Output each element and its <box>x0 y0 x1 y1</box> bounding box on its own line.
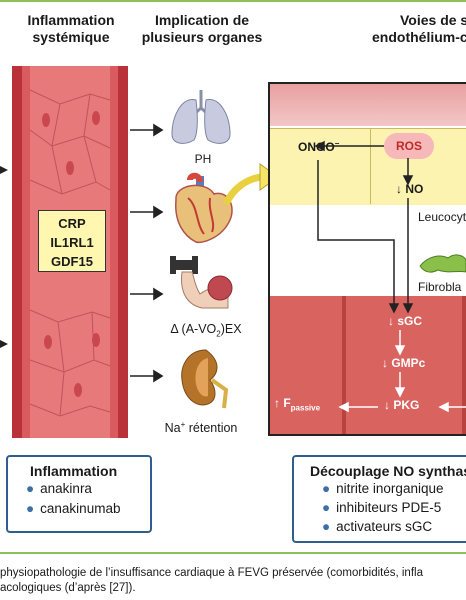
list-item: ●anakinra <box>26 481 92 496</box>
pathway-panel <box>268 82 466 436</box>
sgc-label: ↓ sGC <box>388 314 423 328</box>
inflammation-box-title: Inflammation <box>30 463 118 479</box>
list-item: ●canakinumab <box>26 501 121 516</box>
no-box-title: Découplage NO synthas <box>310 463 466 479</box>
biomarker-box: CRP IL1RL1 GDF15 <box>38 210 106 272</box>
gmpc-label: ↓ GMPc <box>382 356 426 370</box>
fibroblast-icon <box>419 254 466 273</box>
interstitial-area <box>270 205 466 295</box>
ros-badge <box>384 133 434 159</box>
lung-icon <box>171 90 231 144</box>
pathway-arrows <box>314 140 466 413</box>
lung-label: PH <box>194 152 212 166</box>
kidney-icon <box>181 349 229 409</box>
muscle-icon <box>170 256 233 309</box>
figure-caption: physiopathologie de l’insuffisance cardi… <box>0 567 423 594</box>
no-synthase-treatment-box: Découplage NO synthas ●nitrite inorganiq… <box>292 455 466 543</box>
pkg-label: ↓ PKG <box>384 398 420 412</box>
biomarker-gdf15: GDF15 <box>51 254 93 269</box>
ros-label: ROS <box>396 139 423 153</box>
top-rule <box>0 0 466 2</box>
organ-arrows <box>130 123 164 383</box>
heart-icon <box>175 172 233 244</box>
list-item: ●activateurs sGC <box>322 519 433 534</box>
muscle-label: Δ (A-VO2)EX <box>170 322 242 339</box>
list-item: ●inhibiteurs PDE-5 <box>322 500 442 515</box>
cardiomyocyte-band <box>270 296 466 434</box>
list-item: ●nitrite inorganique <box>322 481 444 496</box>
leucocytes-label: Leucocyt <box>418 210 466 224</box>
inflammation-treatment-box: Inflammation ●anakinra ●canakinumab <box>6 455 152 533</box>
left-arrows <box>0 166 8 348</box>
fpassive-label: ↑ Fpassive <box>274 396 321 413</box>
biomarker-il1rl1: IL1RL1 <box>50 235 94 250</box>
fibroblast-label: Fibrobla <box>418 280 462 294</box>
kidney-label: Na+ rétention <box>164 420 238 436</box>
pathway-vessel-wall <box>270 84 466 126</box>
no-label: ↓ NO <box>396 182 424 196</box>
bottom-rule <box>0 552 466 554</box>
biomarker-crp: CRP <box>58 216 86 231</box>
